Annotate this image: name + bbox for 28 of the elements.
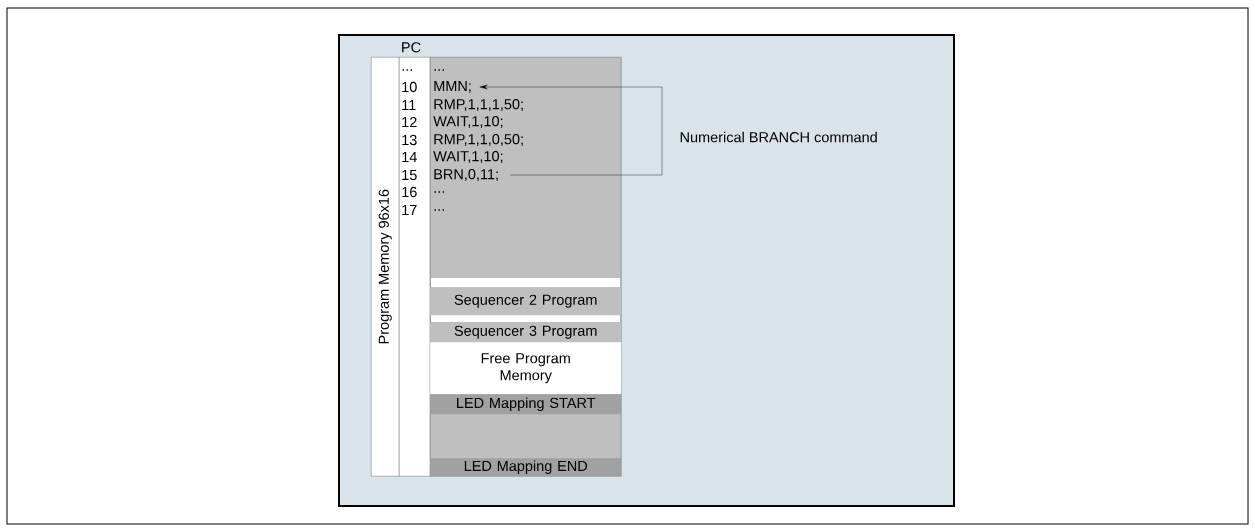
code-line: RMP,1,1,1,50; (434, 99, 523, 111)
code-line: RMP,1,1,0,50; (434, 134, 523, 146)
memory-band: Sequencer 2 Program (430, 287, 622, 316)
code-line: WAIT,1,10; (433, 116, 503, 128)
line-number: 15 (402, 169, 417, 181)
edge-label: Numerical BRANCH command (680, 131, 877, 143)
memory-column: Program Memory 96x16 (371, 57, 400, 477)
memory-band: LED Mapping START (430, 394, 622, 415)
line-number: 11 (402, 100, 416, 110)
code-line: ... (434, 69, 444, 71)
code-line: ... (434, 191, 444, 193)
memory-band: LED Mapping END (430, 458, 622, 477)
code-line: ... (434, 209, 444, 211)
node-label: Free Program Memory (481, 353, 570, 384)
line-number: 17 (402, 205, 417, 215)
line-number: 10 (402, 81, 417, 93)
line-number: 12 (402, 116, 417, 128)
node-label: PC (402, 42, 421, 53)
arrow (479, 84, 663, 176)
line-number: 13 (402, 134, 417, 146)
memory-band: Sequencer 3 Program (430, 322, 622, 343)
code-line: MMN; (434, 81, 471, 93)
line-number: ... (402, 69, 412, 71)
code-line: WAIT,1,10; (433, 151, 503, 163)
code-line: BRN,0,11; (434, 169, 498, 181)
line-number: 14 (402, 152, 417, 162)
line-number: 16 (402, 186, 417, 198)
memory-band: Free Program Memory (430, 342, 622, 395)
